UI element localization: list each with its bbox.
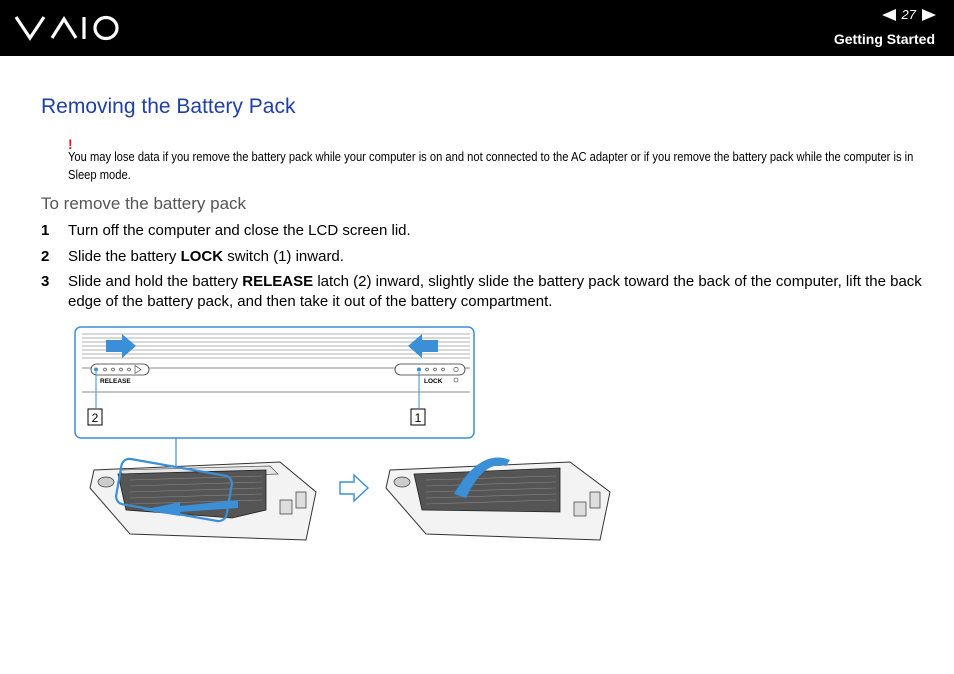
lock-label: LOCK [424, 378, 443, 385]
warning-note: You may lose data if you remove the batt… [68, 149, 914, 182]
callout-1: 1 [415, 411, 422, 425]
page-header: 27 Getting Started [0, 0, 954, 56]
step-text: Slide and hold the battery RELEASE latch… [68, 273, 922, 310]
step-number: 3 [41, 273, 50, 290]
callout-2: 2 [92, 411, 99, 425]
warning-icon: ! [68, 136, 73, 152]
pager: 27 [881, 7, 936, 22]
step-number: 1 [41, 222, 50, 239]
battery-removal-illustration: RELEASE LOCK 2 1 [74, 326, 611, 541]
vaio-logo-icon [14, 15, 119, 41]
step-number: 2 [41, 248, 50, 265]
section-title: Getting Started [833, 31, 935, 47]
step-text: Slide the battery LOCK switch (1) inward… [68, 248, 344, 265]
page-title: Removing the Battery Pack [41, 95, 296, 118]
release-label: RELEASE [100, 378, 131, 385]
step-text: Turn off the computer and close the LCD … [68, 222, 411, 239]
page-number: 27 [901, 7, 916, 22]
procedure-heading: To remove the battery pack [41, 194, 247, 213]
previous-page-icon[interactable] [881, 8, 896, 21]
next-page-icon[interactable] [922, 8, 936, 21]
